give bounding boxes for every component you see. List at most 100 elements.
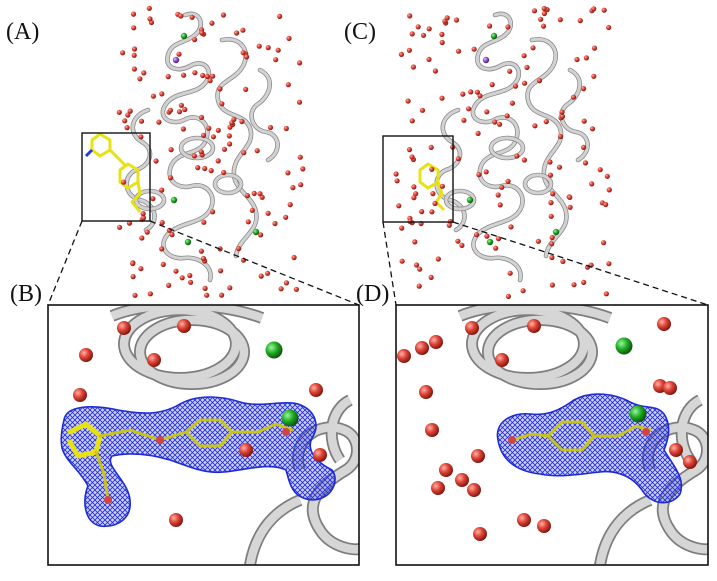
water-molecules	[397, 317, 697, 541]
panel-c-structure	[382, 5, 612, 299]
water-sphere	[210, 73, 216, 79]
water-molecules	[393, 5, 612, 299]
water-sphere	[439, 31, 445, 37]
water-sphere	[589, 126, 596, 132]
water-sphere	[524, 64, 530, 70]
water-sphere	[215, 127, 221, 133]
water-sphere	[206, 125, 212, 131]
water-sphere	[165, 74, 171, 80]
water-sphere	[495, 236, 502, 242]
water-sphere	[179, 275, 185, 281]
water-sphere	[227, 285, 233, 291]
water-sphere	[540, 23, 547, 29]
water-sphere	[509, 100, 515, 106]
water-sphere	[574, 56, 580, 63]
water-sphere	[549, 241, 555, 247]
protein-ribbon	[434, 11, 590, 283]
water-sphere	[176, 51, 182, 57]
water-sphere	[683, 455, 697, 469]
water-sphere	[467, 483, 481, 497]
water-sphere	[399, 258, 405, 264]
water-sphere	[426, 26, 432, 32]
water-sphere	[439, 463, 453, 477]
water-sphere	[200, 72, 206, 79]
water-sphere	[265, 270, 271, 276]
water-sphere	[221, 169, 227, 176]
water-sphere	[583, 55, 589, 61]
water-sphere	[147, 353, 161, 367]
water-sphere	[411, 195, 417, 201]
panel-label-c: (C)	[344, 19, 376, 45]
water-sphere	[426, 56, 432, 63]
ions	[170, 32, 260, 246]
water-sphere	[415, 24, 421, 30]
water-sphere	[283, 125, 289, 132]
water-sphere	[425, 423, 439, 437]
water-sphere	[156, 119, 162, 125]
water-sphere	[669, 443, 683, 457]
water-sphere	[413, 191, 419, 197]
water-sphere	[591, 6, 597, 12]
water-sphere	[267, 124, 274, 131]
water-sphere	[417, 266, 423, 272]
water-sphere	[581, 118, 587, 124]
water-sphere	[291, 254, 297, 261]
water-sphere	[180, 126, 186, 132]
water-sphere	[468, 89, 474, 95]
water-sphere	[487, 23, 493, 29]
water-sphere	[140, 215, 147, 221]
water-sphere	[257, 191, 263, 197]
water-molecules	[73, 319, 327, 527]
water-sphere	[283, 214, 289, 220]
water-sphere	[394, 178, 400, 184]
water-sphere	[497, 121, 503, 127]
water-sphere	[131, 66, 137, 72]
water-sphere	[144, 229, 150, 235]
water-sphere	[207, 78, 213, 84]
water-sphere	[182, 106, 188, 113]
water-sphere	[146, 5, 152, 11]
water-sphere	[231, 116, 237, 122]
water-sphere	[428, 144, 434, 150]
water-sphere	[407, 13, 413, 19]
water-sphere	[140, 211, 146, 217]
water-sphere	[548, 200, 554, 206]
water-sphere	[298, 182, 304, 188]
water-sphere	[167, 107, 174, 113]
panel-b-frame	[47, 304, 360, 566]
water-sphere	[167, 175, 174, 181]
water-sphere	[476, 172, 482, 178]
water-sphere	[549, 282, 555, 288]
water-sphere	[188, 279, 194, 285]
water-sphere	[127, 108, 133, 114]
ions	[466, 32, 560, 246]
water-sphere	[131, 52, 137, 58]
water-sphere	[406, 47, 412, 53]
water-sphere	[173, 268, 179, 274]
water-sphere	[663, 381, 677, 395]
water-sphere	[226, 133, 232, 139]
water-sphere	[285, 170, 291, 176]
water-sphere	[265, 210, 271, 216]
water-sphere	[406, 147, 413, 153]
water-sphere	[581, 279, 587, 285]
water-sphere	[178, 13, 184, 19]
water-sphere	[531, 8, 538, 14]
water-sphere	[512, 83, 519, 89]
water-sphere	[455, 238, 461, 244]
water-sphere	[297, 154, 303, 160]
water-sphere	[150, 196, 156, 202]
water-sphere	[473, 527, 487, 541]
water-sphere	[567, 194, 573, 200]
water-sphere	[141, 70, 147, 76]
water-sphere	[432, 200, 438, 207]
ions	[615, 337, 647, 423]
water-sphere	[258, 273, 264, 279]
water-sphere	[589, 181, 595, 187]
water-sphere	[429, 335, 443, 349]
water-sphere	[405, 98, 411, 104]
water-sphere	[275, 47, 281, 53]
zoom-box-a	[81, 132, 151, 222]
water-sphere	[520, 288, 526, 294]
water-sphere	[550, 191, 556, 197]
